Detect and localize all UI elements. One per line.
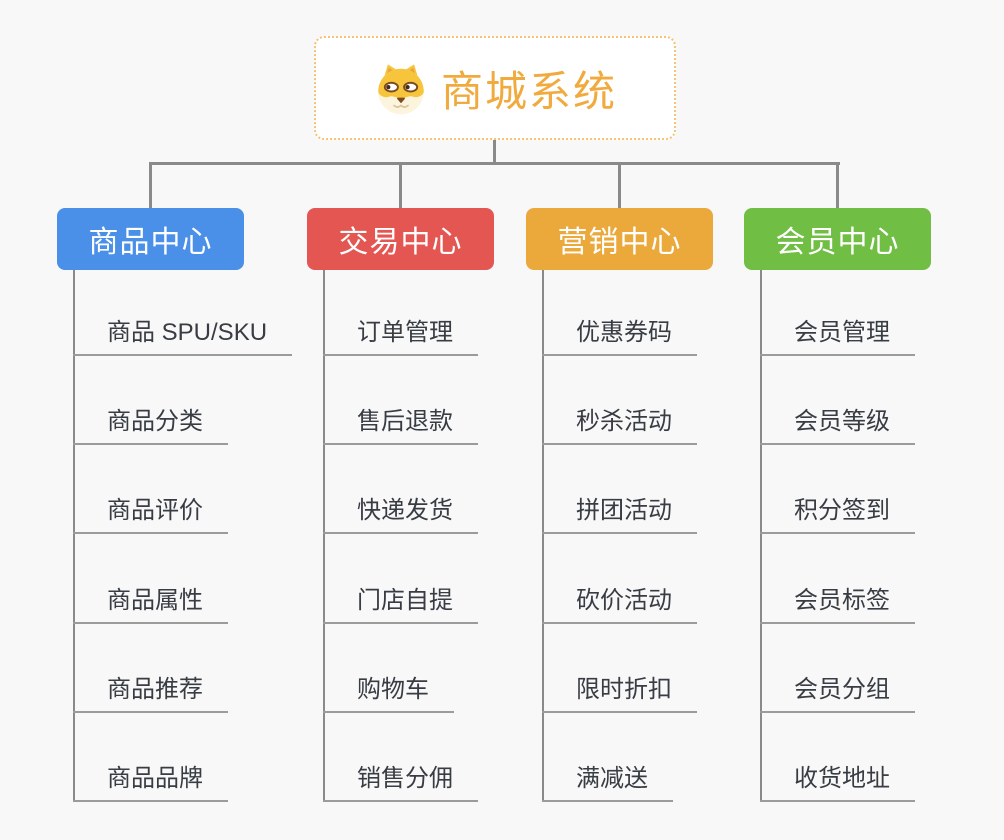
branch-column-1: 商品中心 商品 SPU/SKU 商品分类商品评价商品属性商品推荐商品品牌	[57, 208, 337, 840]
leaf-node[interactable]: 秒杀活动	[542, 406, 697, 445]
branch-trunk-line	[760, 270, 762, 802]
branch-node-label: 会员中心	[775, 226, 900, 259]
leaf-node[interactable]: 会员标签	[760, 585, 915, 624]
leaf-node[interactable]: 收货地址	[760, 763, 915, 802]
leaf-node[interactable]: 商品评价	[73, 495, 228, 534]
leaf-node[interactable]: 商品属性	[73, 585, 228, 624]
branch-node[interactable]: 会员中心	[744, 208, 931, 270]
leaf-node[interactable]: 拼团活动	[542, 495, 697, 534]
leaf-node[interactable]: 优惠券码	[542, 317, 697, 356]
connector-line	[149, 162, 152, 208]
branch-column-4: 会员中心 会员管理会员等级积分签到会员标签会员分组收货地址	[744, 208, 1004, 840]
branch-node-label: 营销中心	[557, 226, 682, 259]
leaf-node[interactable]: 售后退款	[323, 406, 478, 445]
connector-line	[399, 162, 402, 208]
shiba-dog-icon	[373, 60, 429, 116]
leaf-node[interactable]: 商品品牌	[73, 763, 228, 802]
root-node-label: 商城系统	[440, 67, 617, 115]
branch-node-label: 交易中心	[338, 226, 463, 259]
leaf-node[interactable]: 订单管理	[323, 317, 478, 356]
branch-trunk-line	[542, 270, 544, 802]
leaf-node[interactable]: 砍价活动	[542, 585, 697, 624]
connector-line	[493, 140, 496, 164]
leaf-node[interactable]: 商品推荐	[73, 674, 228, 713]
leaf-node[interactable]: 满减送	[542, 763, 673, 802]
leaf-node[interactable]: 销售分佣	[323, 763, 478, 802]
leaf-node[interactable]: 会员管理	[760, 317, 915, 356]
branch-trunk-line	[323, 270, 325, 802]
leaf-node[interactable]: 积分签到	[760, 495, 915, 534]
connector-line	[618, 162, 621, 208]
leaf-node[interactable]: 会员等级	[760, 406, 915, 445]
branch-node[interactable]: 商品中心	[57, 208, 244, 270]
root-node[interactable]: 商城系统	[314, 36, 676, 140]
branch-node[interactable]: 交易中心	[307, 208, 494, 270]
branch-column-2: 交易中心 订单管理售后退款快递发货门店自提购物车销售分佣	[307, 208, 587, 840]
branch-column-3: 营销中心 优惠券码秒杀活动拼团活动砍价活动限时折扣满减送	[526, 208, 806, 840]
connector-line	[836, 162, 839, 208]
branch-node[interactable]: 营销中心	[526, 208, 713, 270]
leaf-node[interactable]: 门店自提	[323, 585, 478, 624]
connector-line	[149, 162, 840, 165]
branch-node-label: 商品中心	[88, 226, 213, 259]
leaf-node[interactable]: 商品分类	[73, 406, 228, 445]
leaf-node[interactable]: 限时折扣	[542, 674, 697, 713]
branch-trunk-line	[73, 270, 75, 802]
leaf-node[interactable]: 商品 SPU/SKU	[73, 317, 293, 356]
leaf-node[interactable]: 购物车	[323, 674, 454, 713]
leaf-node[interactable]: 快递发货	[323, 495, 478, 534]
leaf-node[interactable]: 会员分组	[760, 674, 915, 713]
